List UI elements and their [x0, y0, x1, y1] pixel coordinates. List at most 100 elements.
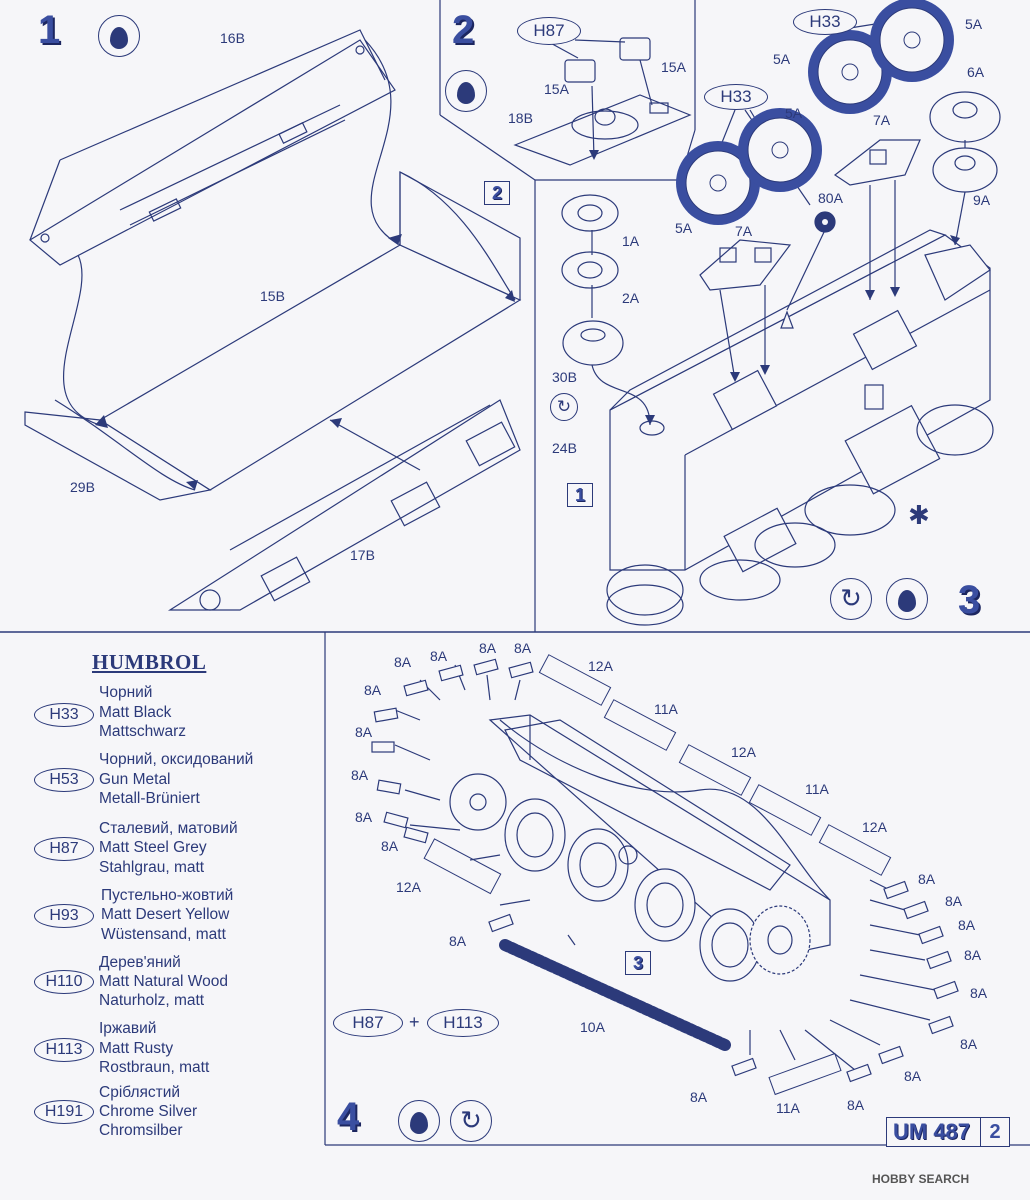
paint-name-en: Matt Natural Wood: [99, 973, 228, 990]
part-label-8a: 8A: [351, 767, 369, 783]
part-label-5a: 5A: [773, 51, 791, 67]
page-footer: UM 487 2: [886, 1117, 1010, 1147]
paint-name-ua: Пустельно-жовтий: [101, 887, 234, 904]
paint-drop-icon: [886, 578, 928, 620]
part-label-7a: 7A: [735, 223, 753, 239]
part-label-15a: 15A: [661, 59, 686, 75]
paint-name-en: Matt Desert Yellow: [101, 906, 230, 923]
part-label-80a: 80A: [818, 190, 843, 206]
paint-code: H191: [34, 1100, 94, 1124]
part-label-11a: 11A: [776, 1100, 800, 1116]
asterisk-mark: ✱: [908, 501, 930, 531]
part-label-8a: 8A: [904, 1068, 922, 1084]
part-label-8a: 8A: [449, 933, 467, 949]
paint-code: H113: [34, 1038, 94, 1062]
part-label-8a: 8A: [355, 809, 373, 825]
part-label-8a: 8A: [381, 838, 399, 854]
part-label-8a: 8A: [958, 917, 976, 933]
part-label-8a: 8A: [960, 1036, 978, 1052]
part-label-6a: 6A: [967, 64, 985, 80]
paint-name-de: Wüstensand, matt: [101, 926, 226, 943]
paint-name-de: Chromsilber: [99, 1122, 183, 1139]
part-label-8a: 8A: [964, 947, 982, 963]
part-label-5a: 5A: [785, 105, 803, 121]
rotate-icon: ↻: [550, 393, 578, 421]
step-number-3: 3: [958, 578, 981, 622]
paint-callout-h33: H33: [793, 9, 857, 35]
part-label-18b: 18B: [508, 110, 533, 126]
part-label-5a: 5A: [675, 220, 693, 236]
humbrol-title: HUMBROL: [92, 650, 207, 674]
paint-name-ua: Чорний: [99, 684, 153, 701]
watermark-logo: HOBBY SEARCH: [872, 1172, 970, 1186]
paint-name-de: Stahlgrau, matt: [99, 859, 205, 876]
paint-callout-h113: H113: [427, 1009, 499, 1037]
part-label-8a: 8A: [690, 1089, 708, 1105]
paint-name-en: Matt Steel Grey: [99, 839, 207, 856]
part-label-8a: 8A: [364, 682, 382, 698]
paint-code: H53: [34, 768, 94, 792]
part-label-8a: 8A: [479, 640, 497, 656]
paint-name-en: Gun Metal: [99, 771, 171, 788]
paint-callout-h33: H33: [704, 84, 768, 110]
rotate-icon: ↻: [830, 578, 872, 620]
paint-code: H33: [34, 703, 94, 727]
part-label-8a: 8A: [394, 654, 412, 670]
part-label-15b: 15B: [260, 288, 285, 304]
part-label-8a: 8A: [970, 985, 988, 1001]
paint-code: H93: [34, 904, 94, 928]
step-number-4: 4: [337, 1095, 360, 1139]
step-number-1: 1: [38, 8, 61, 52]
rotate-icon: ↻: [450, 1100, 492, 1142]
paint-code: H87: [34, 837, 94, 861]
part-label-29b: 29B: [70, 479, 95, 495]
part-label-12a: 12A: [862, 819, 887, 835]
part-label-12a: 12A: [588, 658, 613, 674]
part-label-17b: 17B: [350, 547, 375, 563]
paint-drop-icon: [445, 70, 487, 112]
part-label-11a: 11A: [805, 781, 829, 797]
part-label-10a: 10A: [580, 1019, 605, 1035]
kit-code: UM 487: [893, 1119, 971, 1144]
paint-callout-h87: H87: [333, 1009, 403, 1037]
part-label-12a: 12A: [396, 879, 421, 895]
paint-name-en: Matt Black: [99, 704, 172, 721]
paint-name-ua: Дерев'яний: [99, 954, 181, 971]
part-label-8a: 8A: [355, 724, 373, 740]
part-label-15a: 15A: [544, 81, 569, 97]
part-label-2a: 2A: [622, 290, 640, 306]
step-reference-1: 1: [567, 483, 593, 507]
part-label-1a: 1A: [622, 233, 640, 249]
part-label-30b: 30B: [552, 369, 577, 385]
paint-name-ua: Сріблястий: [99, 1084, 181, 1101]
paint-name-ua: Чорний, оксидований: [99, 751, 254, 768]
paint-name-de: Naturholz, matt: [99, 992, 205, 1009]
part-label-7a: 7A: [873, 112, 891, 128]
paint-name-en: Matt Rusty: [99, 1040, 174, 1057]
paint-drop-icon: [398, 1100, 440, 1142]
part-label-8a: 8A: [918, 871, 936, 887]
paint-callout-h87: H87: [517, 17, 581, 45]
paint-name-en: Chrome Silver: [99, 1103, 198, 1120]
paint-drop-icon: [98, 15, 140, 57]
part-label-9a: 9A: [973, 192, 991, 208]
paint-name-ua: Іржавий: [99, 1020, 157, 1037]
part-label-8a: 8A: [945, 893, 963, 909]
step-reference-3: 3: [625, 951, 651, 975]
page-number: 2: [980, 1118, 1009, 1146]
part-label-8a: 8A: [514, 640, 532, 656]
step-reference-2: 2: [484, 181, 510, 205]
part-label-11a: 11A: [654, 701, 678, 717]
paint-name-de: Metall-Brüniert: [99, 790, 200, 807]
part-label-5a: 5A: [965, 16, 983, 32]
part-label-24b: 24B: [552, 440, 577, 456]
paint-name-de: Rostbraun, matt: [99, 1059, 210, 1076]
part-label-12a: 12A: [731, 744, 756, 760]
paint-name-ua: Сталевий, матовий: [99, 820, 238, 837]
part-label-8a: 8A: [430, 648, 448, 664]
paint-name-de: Mattschwarz: [99, 723, 186, 740]
plus-sign: +: [409, 1012, 420, 1032]
road-wheel-set: [676, 0, 954, 225]
